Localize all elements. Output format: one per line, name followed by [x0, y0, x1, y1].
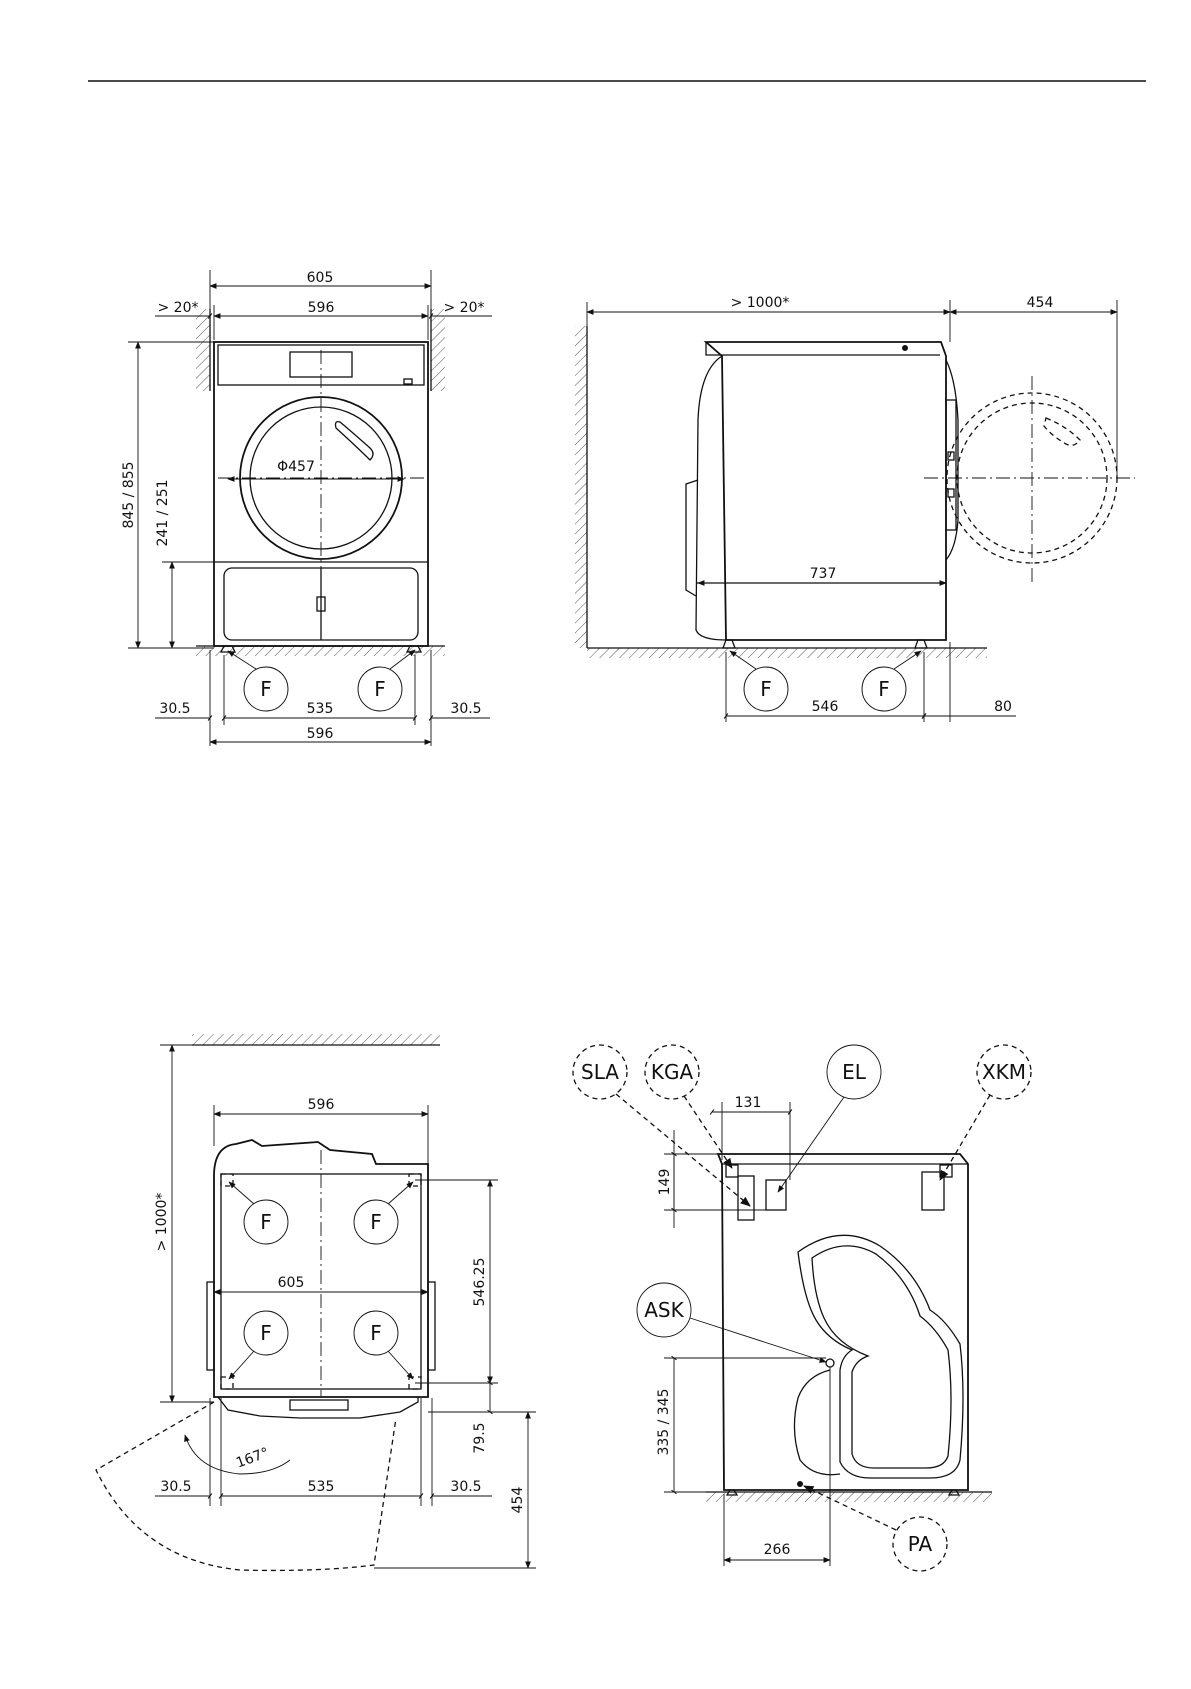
dim-rear-149: 149 — [657, 1169, 673, 1196]
internal-duct-inner — [794, 1370, 840, 1475]
dim-rear-connection-height: 335 / 345 — [656, 1388, 672, 1455]
open-door-handle — [1044, 418, 1080, 445]
xkm-connection-block — [922, 1172, 944, 1210]
left-wall-hatch — [196, 309, 210, 391]
dim-top-foot-depth: 546.25 — [472, 1258, 488, 1307]
dim-base-width: 596 — [307, 726, 334, 742]
dim-foot-offset-right: 30.5 — [450, 701, 481, 717]
right-wall-hatch — [431, 309, 445, 391]
dim-front-width-596: 596 — [308, 300, 335, 316]
side-foot-front — [915, 640, 927, 648]
dim-top-front-offset: 79.5 — [472, 1422, 488, 1453]
connection-kga-label: KGA — [651, 1060, 694, 1084]
dim-top-width-605: 605 — [278, 1275, 305, 1291]
connection-xkm-label: XKM — [982, 1060, 1026, 1084]
dim-rear-131: 131 — [735, 1095, 762, 1111]
rear-view: SLA KGA EL XKM ASK PA 131 149 335 / 345 — [573, 1045, 1031, 1571]
side-floor-hatch — [587, 648, 987, 658]
connection-pa-label: PA — [908, 1532, 933, 1556]
front-view: F F 605 596 > 20* > 20* Φ457 845 / 855 2… — [121, 270, 492, 746]
top-foot-marker-front-left-label: F — [260, 1321, 272, 1345]
foot-marker-right-label: F — [374, 677, 386, 701]
dim-top-door-swing: 454 — [510, 1487, 526, 1514]
internal-duct-outer — [798, 1235, 963, 1478]
rear-body-outline — [718, 1154, 968, 1490]
dim-door-angle: 167° — [234, 1445, 271, 1472]
dim-door-height: 241 / 251 — [155, 479, 171, 546]
top-wall-hatch — [192, 1034, 440, 1045]
top-view: 605 F F F F 167° > 1000* 596 — [96, 1034, 536, 1570]
connection-sla-label: SLA — [581, 1060, 619, 1084]
dim-front-width-605: 605 — [307, 270, 334, 286]
top-foot-marker-rear-right-label: F — [370, 1210, 382, 1234]
dim-side-clearance-left: > 20* — [158, 300, 199, 316]
side-foot-rear — [723, 640, 735, 648]
rear-floor-hatch — [706, 1492, 992, 1502]
dim-side-foot-offset: 80 — [994, 699, 1012, 715]
dim-side-foot-spacing: 546 — [812, 699, 839, 715]
dim-rear-wall-clearance: > 1000* — [731, 295, 790, 311]
dim-top-foot-offset-left: 30.5 — [160, 1479, 191, 1495]
dim-side-clearance-right: > 20* — [444, 300, 485, 316]
top-door-swing-arc — [96, 1402, 396, 1570]
foot-marker-left-label: F — [260, 677, 272, 701]
connection-ask-label: ASK — [644, 1298, 684, 1322]
side-foot-marker-rear-label: F — [760, 677, 772, 701]
dim-side-depth: 737 — [810, 566, 837, 582]
side-view: > 1000* 454 737 F F 546 80 — [575, 295, 1135, 722]
dim-door-swing: 454 — [1027, 295, 1054, 311]
connection-el-label: EL — [842, 1060, 867, 1084]
side-wall-hatch — [575, 326, 587, 648]
door-handle — [336, 422, 374, 460]
side-foot-marker-front-label: F — [878, 677, 890, 701]
dim-door-diameter: Φ457 — [277, 459, 315, 475]
dim-top-foot-offset-right: 30.5 — [450, 1479, 481, 1495]
dim-rear-266: 266 — [764, 1542, 791, 1558]
side-body-outline — [706, 342, 946, 640]
dim-top-wall-clearance: > 1000* — [154, 1193, 170, 1252]
dim-foot-offset-left: 30.5 — [159, 701, 190, 717]
top-foot-marker-rear-left-label: F — [260, 1210, 272, 1234]
dim-top-foot-spacing: 535 — [308, 1479, 335, 1495]
top-foot-marker-front-right-label: F — [370, 1321, 382, 1345]
dim-foot-spacing: 535 — [307, 701, 334, 717]
dim-front-height: 845 / 855 — [121, 461, 137, 528]
dim-top-width-596: 596 — [308, 1097, 335, 1113]
